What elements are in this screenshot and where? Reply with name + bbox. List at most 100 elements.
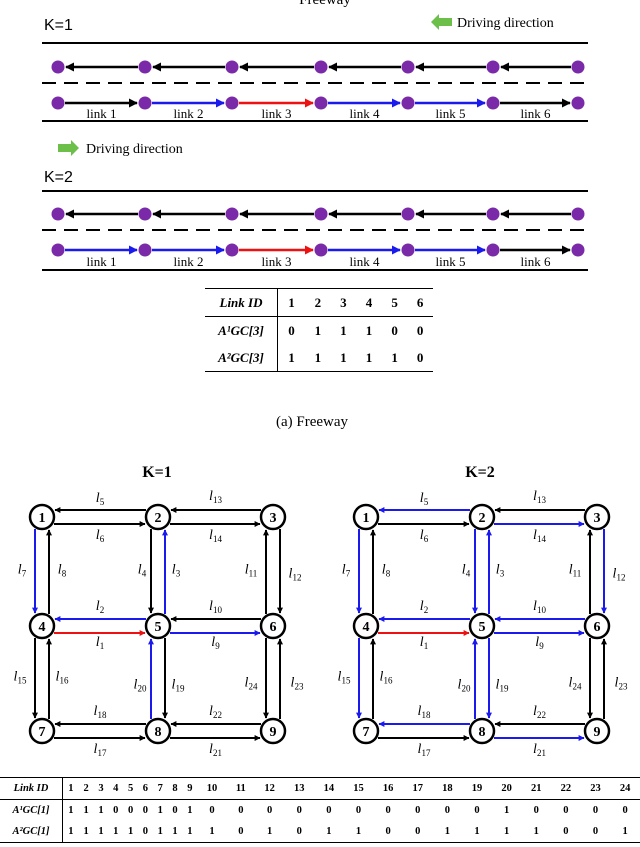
table-cell: 1 bbox=[365, 322, 373, 338]
green-arrow-right-icon bbox=[58, 140, 79, 156]
grid-link-label: l21 bbox=[209, 742, 222, 758]
grid-link-label: l13 bbox=[209, 489, 222, 505]
table-cell: 1 bbox=[314, 322, 322, 338]
freeway-node bbox=[51, 96, 65, 110]
table-header-cell: 7 bbox=[152, 777, 168, 800]
grid-link-label: l9 bbox=[535, 635, 544, 651]
table-cell: 0 bbox=[142, 805, 148, 816]
freeway-node bbox=[314, 243, 328, 257]
table-header-cell: 6 bbox=[407, 288, 433, 317]
freeway-link-label: link 2 bbox=[174, 106, 204, 121]
grid-k2-label: K=2 bbox=[465, 464, 495, 481]
table-header-cell: 19 bbox=[462, 777, 492, 800]
table-cell: 1 bbox=[68, 805, 74, 816]
grid-link-label: l16 bbox=[56, 670, 69, 686]
table-header-cell: 9 bbox=[182, 777, 198, 800]
freeway-node bbox=[571, 243, 585, 257]
table-header-cell: 21 bbox=[521, 777, 552, 800]
table-cell: 1 bbox=[391, 349, 398, 365]
table-cell: 1 bbox=[267, 826, 273, 837]
freeway-link-label: link 1 bbox=[87, 106, 117, 121]
freeway-node bbox=[571, 207, 585, 221]
freeway-k2-label: K=2 bbox=[44, 169, 73, 186]
grid-node-label: 9 bbox=[270, 725, 277, 740]
table-cell: 1 bbox=[355, 826, 362, 837]
grid-node-label: 5 bbox=[155, 620, 162, 635]
grid-link-label: l22 bbox=[533, 704, 546, 720]
grid-link-label: l11 bbox=[245, 563, 258, 579]
table-cell: 0 bbox=[415, 826, 421, 837]
table-cell: 0 bbox=[296, 826, 302, 837]
grid-link-label: l18 bbox=[418, 704, 431, 720]
table-cell: 1 bbox=[314, 349, 322, 365]
freeway-node bbox=[486, 60, 500, 74]
table-cell: 0 bbox=[563, 805, 569, 816]
table-cell: 0 bbox=[385, 826, 391, 837]
grid-node-label: 5 bbox=[479, 620, 486, 635]
grid-node-label: 3 bbox=[270, 511, 277, 526]
freeway-node bbox=[486, 207, 500, 221]
grid-link-label: l24 bbox=[245, 676, 258, 692]
table-cell: 0 bbox=[127, 805, 134, 816]
table-cell: 1 bbox=[340, 322, 347, 338]
grid-link-label: l24 bbox=[569, 676, 582, 692]
freeway-k1-label: K=1 bbox=[44, 17, 73, 34]
table-cell: 0 bbox=[416, 322, 424, 338]
grid-link-label: l6 bbox=[420, 528, 429, 544]
grid-link-label: l5 bbox=[96, 491, 105, 507]
grid-node-label: 8 bbox=[155, 725, 162, 740]
freeway-link-label: link 3 bbox=[262, 254, 292, 269]
grid-link-label: l21 bbox=[533, 742, 546, 758]
grid-link-label: l1 bbox=[420, 635, 428, 651]
table-cell: 0 bbox=[444, 805, 451, 816]
freeway-node bbox=[225, 96, 239, 110]
table-cell: 1 bbox=[622, 826, 628, 837]
table-header-cell: 15 bbox=[343, 777, 374, 800]
table-header-cell: 2 bbox=[305, 288, 331, 317]
table-cell: 0 bbox=[592, 805, 599, 816]
green-arrow-left-icon bbox=[431, 14, 452, 30]
table-cell: 0 bbox=[238, 805, 244, 816]
table-cell: 1 bbox=[365, 349, 373, 365]
freeway-node bbox=[225, 60, 239, 74]
grid-link-label: l2 bbox=[420, 599, 428, 615]
table-cell: 0 bbox=[209, 805, 215, 816]
grid-node-2 bbox=[144, 503, 172, 531]
table-cell: 1 bbox=[98, 826, 104, 837]
grid-node-6 bbox=[259, 612, 287, 640]
freeway-node bbox=[225, 243, 239, 257]
table-cell: 0 bbox=[592, 826, 599, 837]
grid-node-label: 7 bbox=[363, 725, 370, 740]
grid-link-label: l3 bbox=[496, 563, 505, 579]
table-cell: 0 bbox=[415, 805, 421, 816]
grid-node-4 bbox=[352, 612, 380, 640]
table-cell: 0 bbox=[113, 805, 119, 816]
table-row-label: A¹GC[1] bbox=[0, 799, 63, 821]
grid-link-label: l20 bbox=[134, 678, 147, 694]
table-header-cell: 11 bbox=[226, 777, 255, 800]
table-header-cell: 20 bbox=[491, 777, 522, 800]
table-header-cell: 16 bbox=[373, 777, 403, 800]
grid-node-6 bbox=[583, 612, 611, 640]
freeway-k1-upper-lane bbox=[51, 60, 585, 74]
table-row-label: A¹GC[3] bbox=[205, 316, 278, 344]
driving-direction-label-top: Driving direction bbox=[457, 16, 554, 31]
table-cell: 0 bbox=[238, 826, 244, 837]
table-header-cell: 5 bbox=[123, 777, 138, 800]
grid-link-label: l4 bbox=[138, 563, 147, 579]
table-cell: 0 bbox=[416, 349, 424, 365]
grid-node-label: 3 bbox=[594, 511, 601, 526]
table-header-cell: 14 bbox=[314, 777, 344, 800]
freeway-title: Freeway bbox=[299, 0, 351, 8]
table-cell: 0 bbox=[172, 805, 178, 816]
grid-link-label: l9 bbox=[211, 635, 220, 651]
grid-link-label: l18 bbox=[94, 704, 107, 720]
grid-link-label: l8 bbox=[58, 563, 67, 579]
grid-link-label: l8 bbox=[382, 563, 391, 579]
table-cell: 0 bbox=[326, 805, 332, 816]
